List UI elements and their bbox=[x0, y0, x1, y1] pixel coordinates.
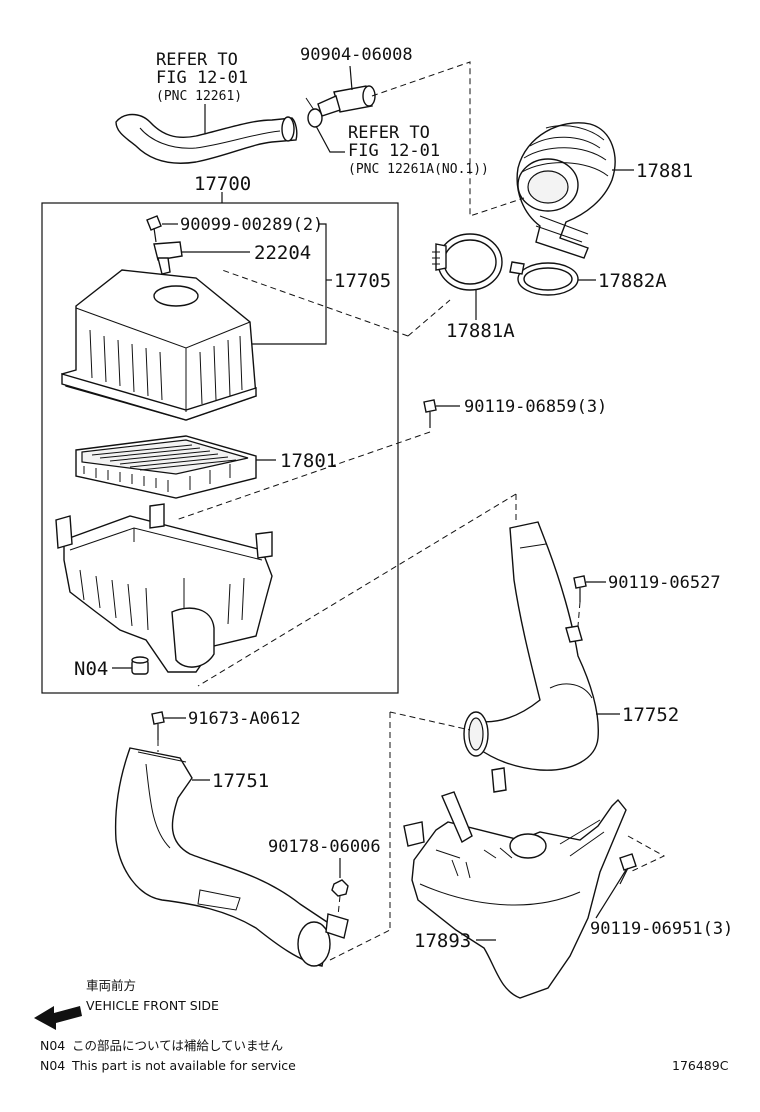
clamp-17881a bbox=[432, 233, 503, 291]
label-refer-clamp-line3: (PNC 12261A(NO.1)) bbox=[348, 162, 489, 177]
label-17882a: 17882A bbox=[598, 270, 667, 292]
direction-label-jp: 車両前方 bbox=[86, 978, 136, 993]
resonator-17893 bbox=[403, 767, 627, 999]
label-17881: 17881 bbox=[636, 160, 693, 182]
duct-17751 bbox=[114, 747, 349, 967]
air-cleaner-case bbox=[55, 503, 273, 673]
clamp-17882a bbox=[509, 261, 579, 296]
label-90904-06008: 90904-06008 bbox=[300, 45, 413, 65]
dashed-routing-lines bbox=[157, 61, 666, 961]
label-90119-06859: 90119-06859(3) bbox=[464, 397, 607, 417]
label-90099-00289: 90099-00289(2) bbox=[180, 215, 323, 235]
bolt-90119-06527 bbox=[573, 575, 587, 602]
label-91673-a0612: 91673-A0612 bbox=[188, 709, 301, 729]
bolt-90119-06951 bbox=[619, 853, 637, 885]
label-refer-hose-line1: REFER TO bbox=[156, 50, 238, 70]
label-17752: 17752 bbox=[622, 704, 679, 726]
nut-90178-06006 bbox=[331, 879, 349, 897]
note-jp-code: N04 bbox=[40, 1038, 65, 1053]
air-cleaner-cap bbox=[61, 269, 257, 421]
vehicle-front-arrow-icon bbox=[34, 1006, 82, 1030]
bolt-91673-a0612 bbox=[151, 711, 165, 740]
figure-id: 176489C bbox=[672, 1058, 729, 1073]
label-refer-hose-line3: (PNC 12261) bbox=[156, 89, 242, 104]
label-22204: 22204 bbox=[254, 242, 311, 264]
bolt-90099-00289 bbox=[146, 215, 162, 243]
note-en-code: N04 bbox=[40, 1058, 65, 1073]
note-en-text: This part is not available for service bbox=[71, 1058, 296, 1073]
label-90119-06951: 90119-06951(3) bbox=[590, 919, 733, 939]
bolt-90119-06859 bbox=[423, 399, 437, 428]
label-17801: 17801 bbox=[280, 450, 337, 472]
note-jp-text: この部品については補給していません bbox=[72, 1038, 283, 1053]
filter-element-17801 bbox=[75, 435, 257, 499]
assembly-box-17700 bbox=[41, 202, 399, 694]
label-17705: 17705 bbox=[334, 270, 391, 292]
label-90178-06006: 90178-06006 bbox=[268, 837, 381, 857]
label-90119-06527: 90119-06527 bbox=[608, 573, 721, 593]
label-refer-clamp-line2: FIG 12-01 bbox=[348, 141, 440, 161]
hose-17881 bbox=[516, 122, 616, 259]
label-17751: 17751 bbox=[212, 770, 269, 792]
duct-17752 bbox=[463, 521, 600, 771]
label-17881a: 17881A bbox=[446, 320, 515, 342]
label-refer-clamp-line1: REFER TO bbox=[348, 123, 430, 143]
label-17700: 17700 bbox=[194, 173, 251, 195]
grommet-n04 bbox=[131, 656, 149, 675]
sensor-22204 bbox=[153, 241, 183, 275]
label-17893: 17893 bbox=[414, 930, 471, 952]
direction-label-en: VEHICLE FRONT SIDE bbox=[86, 998, 219, 1013]
label-n04: N04 bbox=[74, 658, 108, 680]
label-refer-hose-line2: FIG 12-01 bbox=[156, 68, 248, 88]
connector-90904-06008 bbox=[305, 85, 376, 128]
hose-refer-12261 bbox=[115, 113, 298, 164]
